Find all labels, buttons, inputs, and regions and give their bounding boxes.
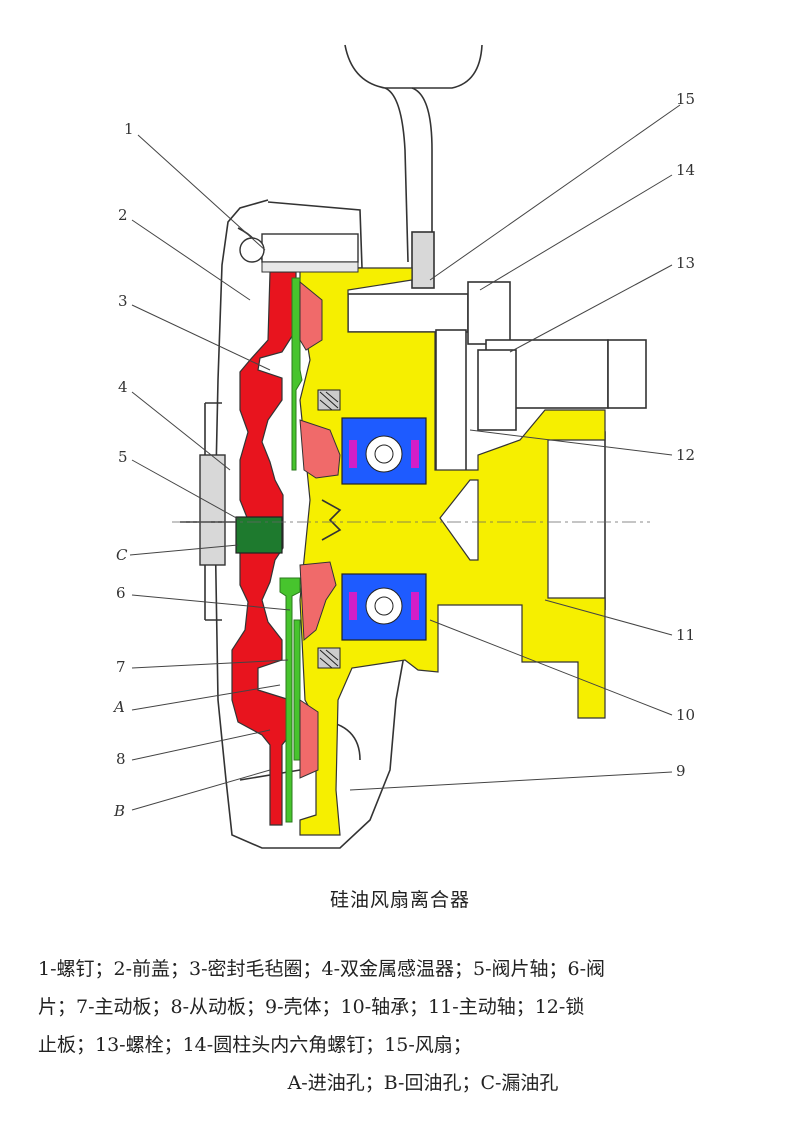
parts-legend: 1-螺钉；2-前盖；3-密封毛毡圈；4-双金属感温器；5-阀片轴；6-阀 片；7… bbox=[38, 950, 778, 1102]
label-8: 8 bbox=[116, 750, 126, 768]
felt-seal bbox=[317, 389, 341, 669]
figure-caption: 硅油风扇离合器 bbox=[329, 889, 470, 911]
label-B: B bbox=[113, 802, 125, 820]
valve-shaft bbox=[235, 516, 283, 554]
fan-blade-top bbox=[344, 44, 483, 289]
label-13: 13 bbox=[676, 254, 695, 272]
label-11: 11 bbox=[676, 626, 695, 644]
label-9: 9 bbox=[676, 762, 686, 780]
label-1: 1 bbox=[124, 120, 134, 138]
driven-plate bbox=[299, 280, 341, 779]
shaft-tip bbox=[321, 499, 342, 541]
label-4: 4 bbox=[118, 378, 128, 396]
legend-line-4: A-进油孔；B-回油孔；C-漏油孔 bbox=[287, 1072, 559, 1094]
legend-line-3: 止板；13-螺栓；14-圆柱头内六角螺钉；15-风扇； bbox=[38, 1034, 472, 1056]
leader-lines bbox=[129, 104, 681, 811]
label-6: 6 bbox=[116, 584, 126, 602]
clutch-section-diagram: 1 2 3 4 5 C 6 7 A 8 B 15 14 13 12 11 10 … bbox=[112, 44, 695, 849]
label-3: 3 bbox=[118, 292, 128, 310]
label-15: 15 bbox=[676, 90, 695, 108]
bearing-bottom bbox=[341, 573, 427, 641]
shaft-cone bbox=[439, 479, 479, 561]
bearing-top bbox=[341, 417, 427, 485]
legend-line-1: 1-螺钉；2-前盖；3-密封毛毡圈；4-双金属感温器；5-阀片轴；6-阀 bbox=[38, 958, 606, 980]
label-7: 7 bbox=[116, 658, 126, 676]
label-C: C bbox=[116, 546, 128, 564]
label-5: 5 bbox=[118, 448, 128, 466]
label-14: 14 bbox=[676, 161, 695, 179]
label-10: 10 bbox=[676, 706, 695, 724]
legend-line-2: 片；7-主动板；8-从动板；9-壳体；10-轴承；11-主动轴；12-锁 bbox=[38, 996, 585, 1018]
label-12: 12 bbox=[676, 446, 695, 464]
label-2: 2 bbox=[118, 206, 128, 224]
label-A: A bbox=[112, 698, 125, 716]
bolt-and-nut-assembly bbox=[347, 281, 647, 610]
screw-top bbox=[239, 233, 359, 273]
